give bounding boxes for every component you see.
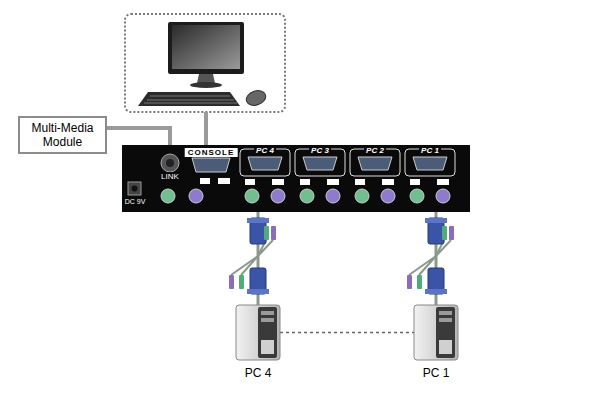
port-label: PC 2 bbox=[364, 146, 386, 155]
pc-label: PC 1 bbox=[423, 366, 450, 380]
dashed-link bbox=[280, 332, 414, 334]
box-label: Multi-Media Module bbox=[24, 121, 101, 149]
pc-label: PC 4 bbox=[245, 366, 272, 380]
port-label: PC 3 bbox=[309, 146, 331, 155]
module-box: Multi-Media Module bbox=[18, 116, 107, 154]
port-label: PC 4 bbox=[254, 146, 276, 155]
power-label: DC 9V bbox=[123, 198, 148, 206]
port-label: CONSOLE bbox=[185, 148, 238, 157]
kvm-switch: CONSOLE PC 4 PC 3 PC 2 PC 1 LINK DC 9V bbox=[122, 145, 470, 212]
port-label: LINK bbox=[159, 172, 181, 181]
pc-tower: PC 4 bbox=[236, 305, 280, 360]
pc-tower: PC 1 bbox=[414, 305, 458, 360]
cable bbox=[107, 128, 170, 145]
port-label: PC 1 bbox=[419, 146, 441, 155]
